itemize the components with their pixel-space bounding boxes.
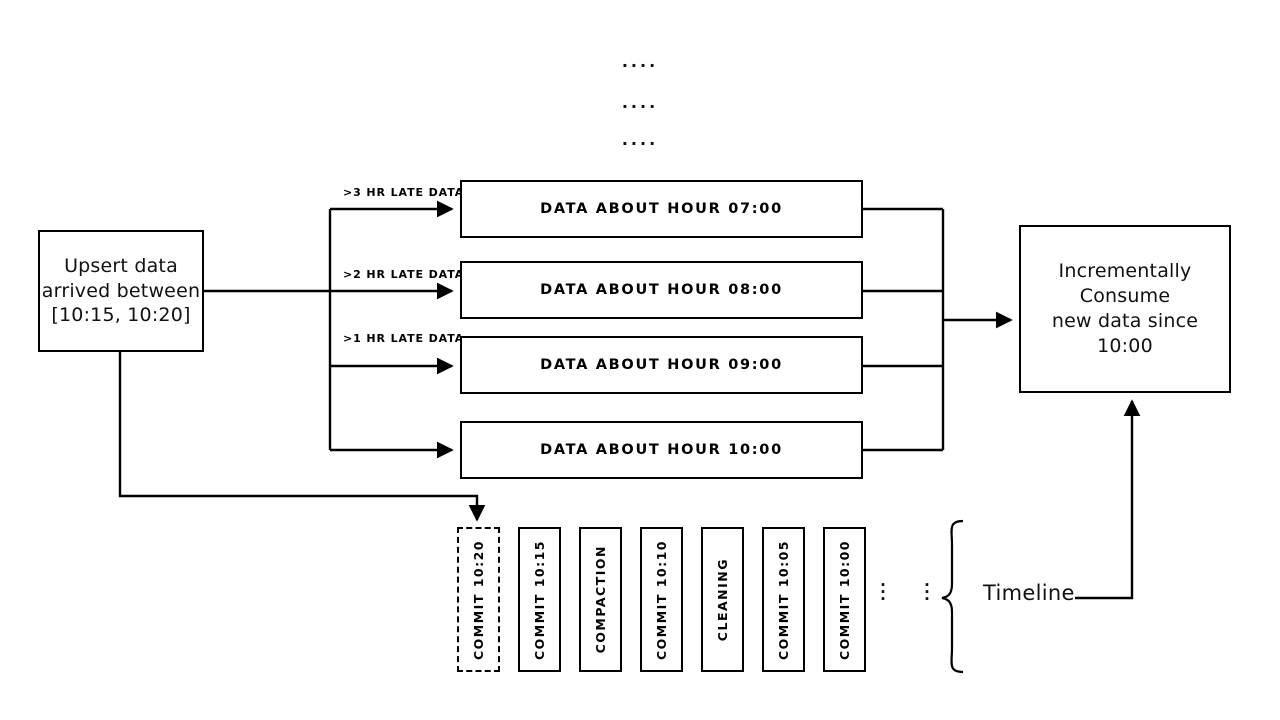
hour-box-10: DATA ABOUT HOUR 10:00 bbox=[460, 421, 863, 479]
upsert-line-3: [10:15, 10:20] bbox=[51, 304, 191, 327]
ellipsis-dot: . bbox=[880, 572, 886, 590]
hour-box-07-label: DATA ABOUT HOUR 07:00 bbox=[540, 201, 783, 217]
ellipsis-dot: . bbox=[924, 572, 930, 590]
timeline-commit-10-10: COMMIT 10:10 bbox=[640, 527, 683, 672]
incremental-consumer-box: Incrementally Consume new data since 10:… bbox=[1019, 225, 1231, 393]
ellipsis-dot: . bbox=[924, 579, 930, 597]
incremental-consumer-text: Incrementally Consume new data since 10:… bbox=[1021, 259, 1229, 359]
timeline-commit-10-05-label: COMMIT 10:05 bbox=[776, 539, 791, 660]
timeline-ellipsis-column-2: . . . bbox=[922, 572, 932, 604]
ellipsis-dot: . bbox=[880, 586, 886, 604]
timeline-commit-10-15-label: COMMIT 10:15 bbox=[532, 539, 547, 660]
hour-box-08-label: DATA ABOUT HOUR 08:00 bbox=[540, 282, 783, 298]
top-ellipsis-row-1: .... bbox=[621, 52, 659, 71]
timeline-commit-10-05: COMMIT 10:05 bbox=[762, 527, 805, 672]
timeline-commit-10-00-label: COMMIT 10:00 bbox=[837, 539, 852, 660]
timeline-commit-10-20: COMMIT 10:20 bbox=[457, 527, 500, 672]
consumer-line-1: Incrementally Consume bbox=[1058, 259, 1192, 307]
edge-label-late-3hr: >3 HR LATE DATA bbox=[343, 186, 465, 199]
hour-box-09-label: DATA ABOUT HOUR 09:00 bbox=[540, 357, 783, 373]
top-ellipsis-row-3: .... bbox=[621, 130, 659, 149]
upsert-line-1: Upsert data bbox=[64, 254, 178, 277]
hour-box-10-label: DATA ABOUT HOUR 10:00 bbox=[540, 442, 783, 458]
timeline-commit-10-15: COMMIT 10:15 bbox=[518, 527, 561, 672]
hour-box-09: DATA ABOUT HOUR 09:00 bbox=[460, 336, 863, 394]
ellipsis-dot: . bbox=[924, 586, 930, 604]
timeline-commit-10-20-label: COMMIT 10:20 bbox=[471, 539, 486, 660]
hour-box-08: DATA ABOUT HOUR 08:00 bbox=[460, 261, 863, 319]
edge-label-late-1hr: >1 HR LATE DATA bbox=[343, 332, 465, 345]
consumer-line-2: new data since 10:00 bbox=[1051, 310, 1199, 358]
timeline-compaction-label: COMPACTION bbox=[593, 545, 608, 654]
timeline-commit-10-00: COMMIT 10:00 bbox=[823, 527, 866, 672]
hour-box-07: DATA ABOUT HOUR 07:00 bbox=[460, 180, 863, 238]
timeline-compaction: COMPACTION bbox=[579, 527, 622, 672]
edge-label-late-2hr: >2 HR LATE DATA bbox=[343, 268, 465, 281]
top-ellipsis-row-2: .... bbox=[621, 93, 659, 112]
timeline-commit-10-10-label: COMMIT 10:10 bbox=[654, 539, 669, 660]
ellipsis-dot: . bbox=[880, 579, 886, 597]
upsert-source-box: Upsert data arrived between [10:15, 10:2… bbox=[38, 230, 204, 352]
timeline-label: Timeline bbox=[983, 581, 1075, 605]
upsert-line-2: arrived between bbox=[41, 279, 201, 302]
timeline-cleaning-label: CLEANING bbox=[715, 557, 730, 642]
upsert-source-text: Upsert data arrived between [10:15, 10:2… bbox=[42, 254, 200, 328]
timeline-cleaning: CLEANING bbox=[701, 527, 744, 672]
timeline-ellipsis-column-1: . . . bbox=[878, 572, 888, 604]
